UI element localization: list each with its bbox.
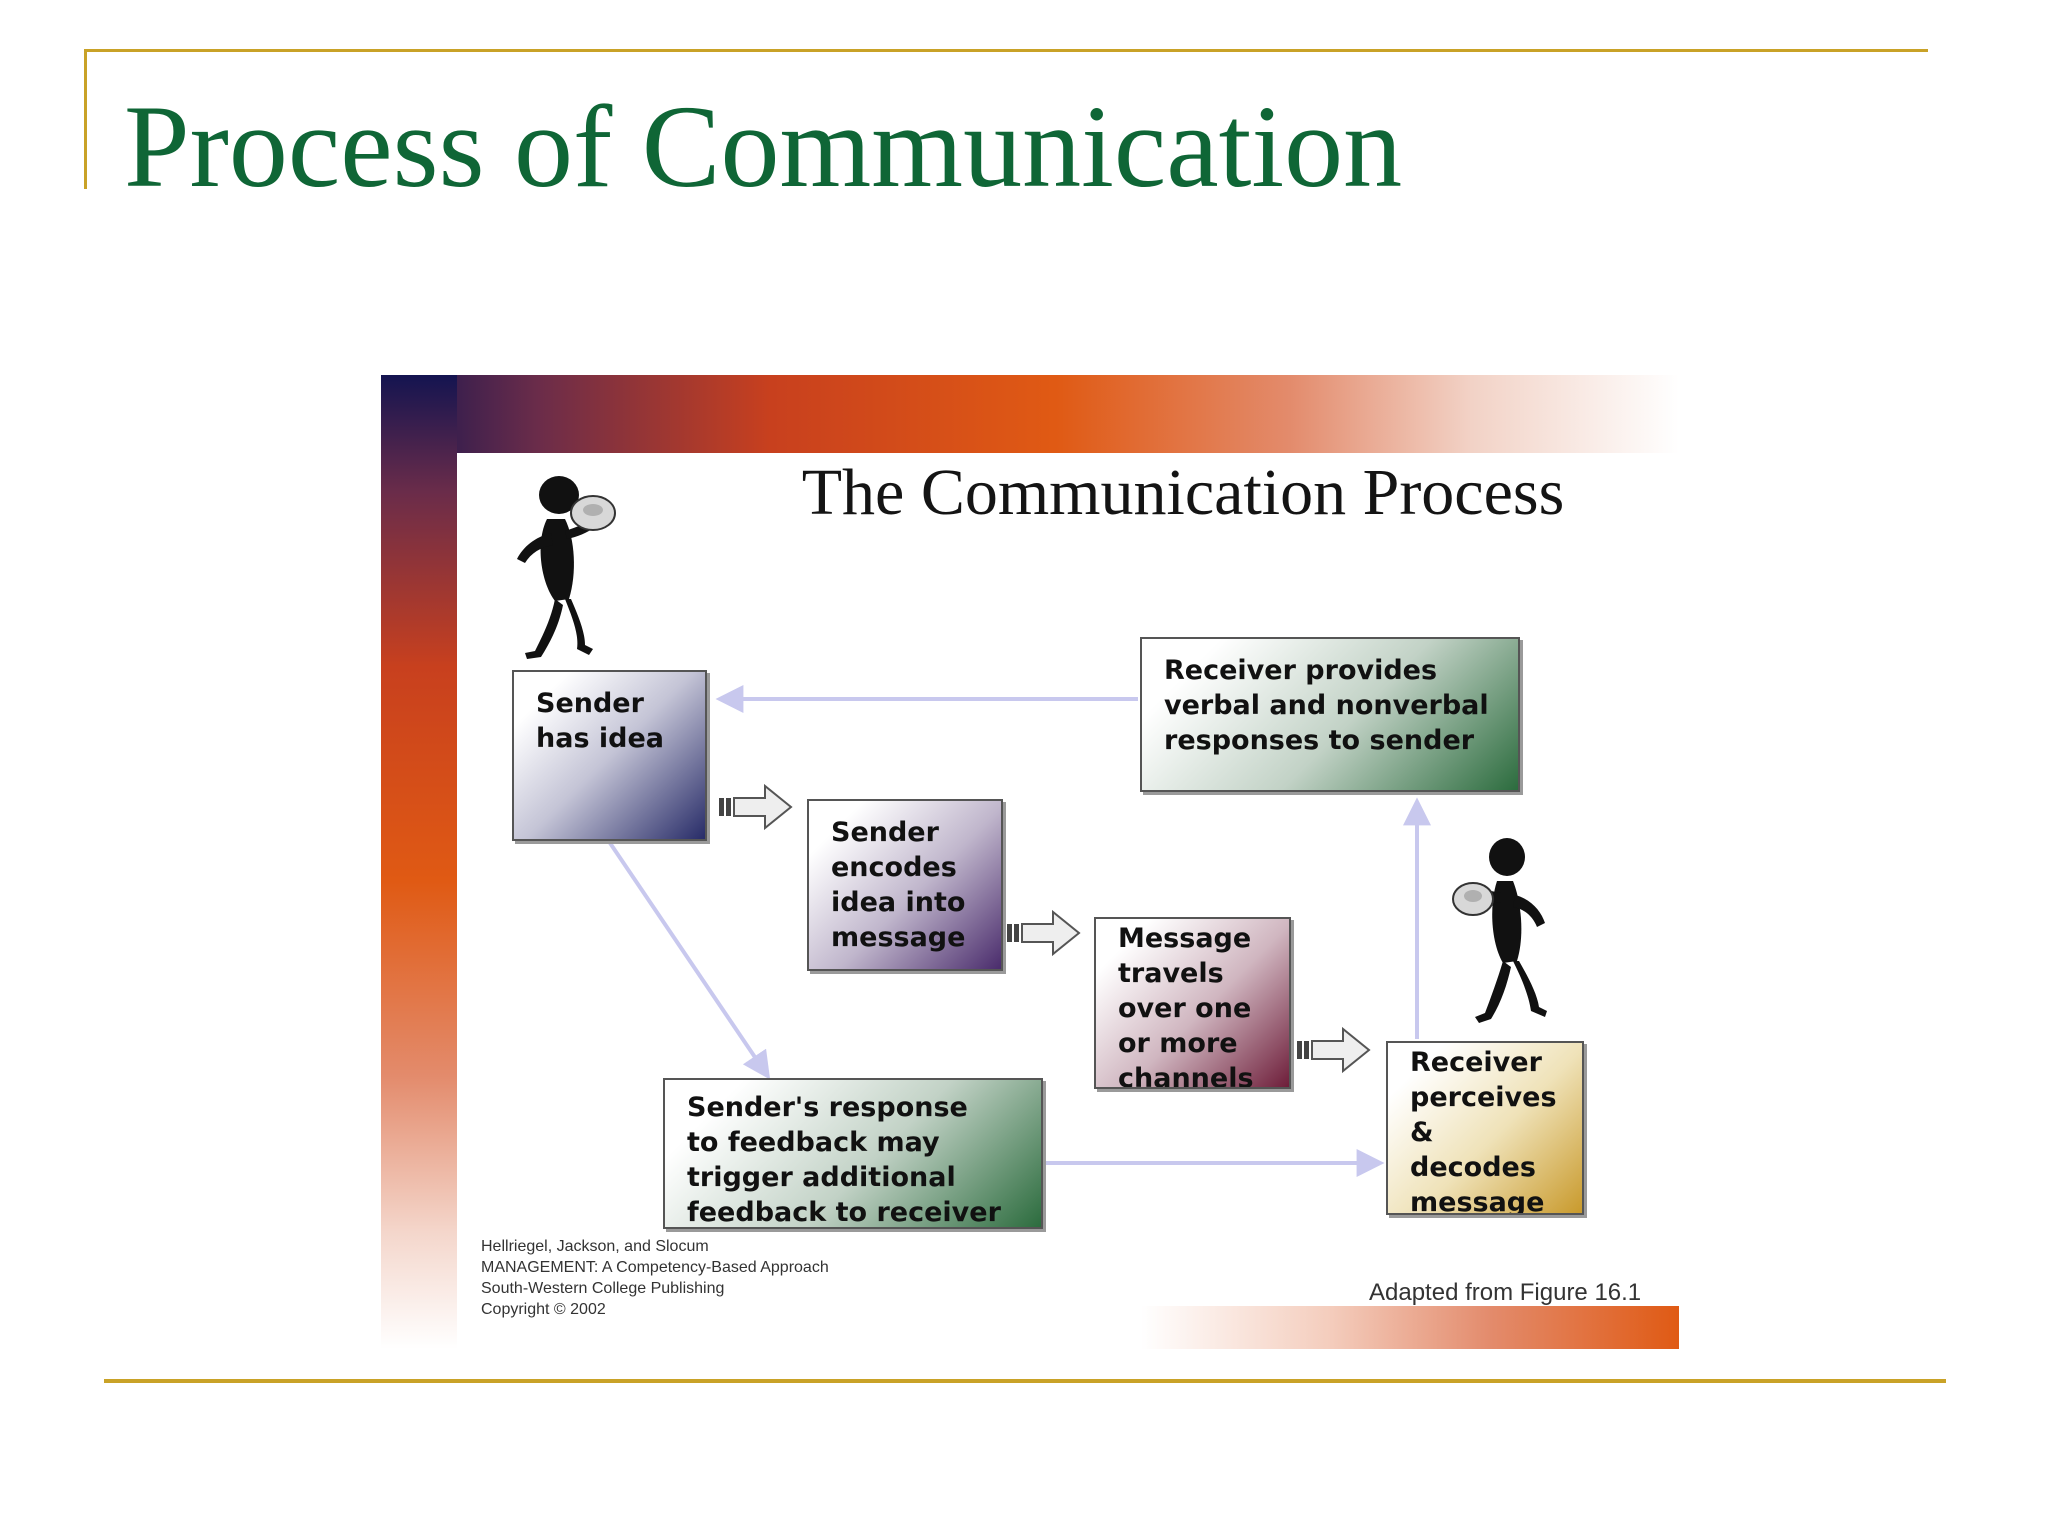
block-arrow-icon bbox=[1007, 909, 1081, 957]
step-message-travels: Message travels over one or more channel… bbox=[1094, 917, 1291, 1089]
figure-title: The Communication Process bbox=[801, 456, 1565, 529]
slide-title: Process of Communication bbox=[124, 81, 1403, 212]
block-arrow-icon bbox=[719, 783, 793, 831]
step-sender-encodes: Sender encodes idea into message bbox=[807, 799, 1003, 971]
feedback-arrow-icon bbox=[608, 841, 771, 1080]
bottom-rule bbox=[104, 1379, 1946, 1383]
step-sender-response: Sender's response to feedback may trigge… bbox=[663, 1078, 1043, 1229]
figure-top-gradient-band bbox=[381, 375, 1679, 453]
figure-connectors bbox=[517, 476, 1547, 1177]
figure-bottom-gradient-band bbox=[1141, 1306, 1679, 1349]
block-arrow-icon bbox=[1297, 1026, 1371, 1074]
figure-source-note: Adapted from Figure 16.1 bbox=[1369, 1279, 1642, 1306]
figure-left-gradient-band bbox=[381, 375, 457, 1349]
step-sender-has-idea: Sender has idea bbox=[512, 670, 707, 841]
sender-figure-icon bbox=[517, 476, 616, 659]
title-left-rule bbox=[84, 49, 87, 189]
step-receiver-decodes: Receiver perceives & decodes message bbox=[1386, 1041, 1584, 1215]
receiver-figure-icon bbox=[1452, 838, 1547, 1023]
figure-credit: Hellriegel, Jackson, and Slocum MANAGEME… bbox=[481, 1238, 829, 1318]
step-receiver-feedback: Receiver provides verbal and nonverbal r… bbox=[1140, 637, 1520, 792]
title-top-rule bbox=[84, 49, 1928, 52]
communication-process-figure: The Communication Process Sender has ide… bbox=[381, 375, 1679, 1349]
